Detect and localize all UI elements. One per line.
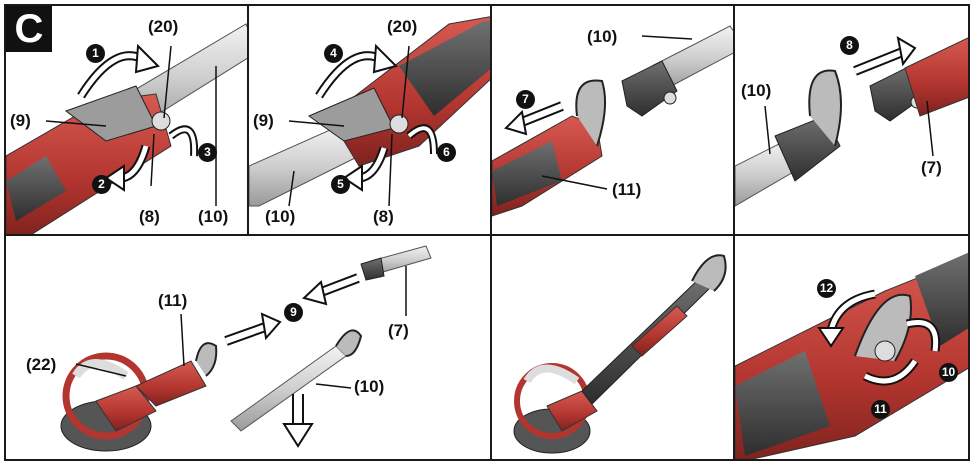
coupling-plug — [621, 60, 678, 117]
grip-overmould — [6, 156, 66, 221]
step-marker: 6 — [437, 143, 456, 162]
step-marker: 5 — [331, 175, 350, 194]
part-label: (22) — [26, 355, 57, 374]
part-label: (10) — [354, 377, 385, 396]
grip-body — [135, 360, 207, 407]
panel-5: (11) (7) (22) (10) 9 — [4, 234, 492, 461]
panel-1: (20) (9) (8) (10) 1 2 3 — [4, 4, 249, 236]
panel-4: (10) (7) 8 — [733, 4, 970, 236]
panel-1-drawing — [6, 23, 247, 234]
part-label: (20) — [148, 17, 179, 36]
part-label: (20) — [387, 17, 418, 36]
grip-overmould — [735, 351, 830, 456]
panel-2-drawing — [249, 16, 490, 207]
part-label: (7) — [388, 321, 409, 340]
clamp-screw — [151, 111, 171, 131]
panel-4-drawing — [735, 36, 968, 207]
pole-tube — [230, 345, 347, 432]
grip-overmould — [492, 141, 562, 206]
part-label: (7) — [921, 158, 942, 177]
grip-overmould — [399, 21, 490, 116]
dust-hose — [523, 364, 580, 385]
panel-3-drawing — [492, 25, 733, 217]
panel-3: (10) (11) 7 — [490, 4, 735, 236]
clamp-screw — [874, 340, 896, 362]
panel-2: (20) (9) (10) (8) 4 5 6 — [247, 4, 492, 236]
head-body — [95, 385, 157, 432]
panel-5-drawing — [60, 245, 432, 452]
step-marker: 1 — [86, 44, 105, 63]
part-label: (8) — [139, 207, 160, 226]
step-marker: 12 — [817, 279, 836, 298]
part-label: (10) — [741, 81, 772, 100]
part-label: (8) — [373, 207, 394, 226]
step-marker: 2 — [92, 175, 111, 194]
part-label: (9) — [10, 111, 31, 130]
step-marker: 4 — [324, 44, 343, 63]
head-body — [546, 390, 598, 432]
dust-hose — [72, 359, 129, 380]
part-label: (10) — [587, 27, 618, 46]
clamp-lever — [854, 293, 912, 362]
step-marker: 3 — [198, 143, 217, 162]
panel-6 — [490, 234, 735, 461]
step-marker: 8 — [840, 36, 859, 55]
step-marker: 9 — [284, 303, 303, 322]
grip-overmould-right — [915, 252, 968, 346]
part-label: (11) — [158, 291, 188, 310]
step-marker: 10 — [939, 363, 958, 382]
clamp-bow — [808, 69, 842, 147]
figure-letter-badge: C — [6, 6, 52, 52]
part-label: (11) — [612, 180, 642, 199]
panel-7: 12 10 11 — [733, 234, 970, 461]
pole-tube — [249, 125, 360, 207]
step-marker: 11 — [871, 400, 890, 419]
clamp-bow — [195, 342, 218, 377]
clamp-screw — [389, 114, 409, 134]
panel-6-drawing — [513, 254, 727, 454]
handle-bow — [691, 254, 727, 292]
part-label: (10) — [198, 207, 229, 226]
panel-7-drawing — [735, 252, 968, 459]
grip-body — [904, 37, 968, 117]
clamp-bow — [575, 79, 606, 147]
step-marker: 7 — [516, 90, 535, 109]
part-label: (9) — [253, 111, 274, 130]
part-label: (10) — [265, 207, 296, 226]
